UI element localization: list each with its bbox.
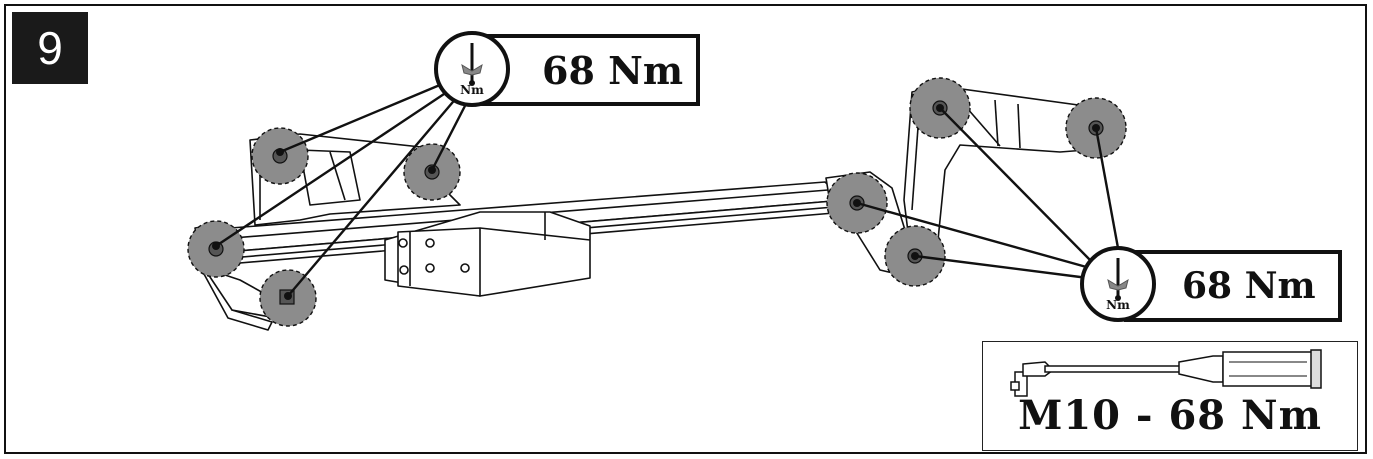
unit-label: Nm: [1106, 298, 1130, 312]
socket-wrench-icon: [1107, 258, 1129, 301]
torque-value: 68 Nm: [542, 47, 684, 93]
torque-callout-box: 68 Nm: [1124, 250, 1342, 322]
socket-wrench-icon: [461, 43, 483, 86]
leader-lines: [215, 80, 1120, 297]
diagram-frame: [4, 4, 1367, 454]
tool-spec-text: M10 - 68 Nm: [1018, 392, 1322, 439]
torque-wrench-icon: Nm: [434, 31, 510, 107]
torque-wrench-icon: Nm: [1080, 246, 1156, 322]
torque-wrench-tool-icon: [1010, 349, 1322, 397]
torque-callout-box: 68 Nm: [478, 34, 700, 106]
step-number-badge: 9: [12, 12, 88, 84]
center-receiver-plate: [384, 211, 591, 297]
unit-label: Nm: [460, 83, 484, 97]
tool-spec-panel: M10 - 68 Nm: [982, 341, 1358, 451]
torque-value: 68 Nm: [1182, 265, 1316, 307]
step-number: 9: [37, 22, 63, 74]
